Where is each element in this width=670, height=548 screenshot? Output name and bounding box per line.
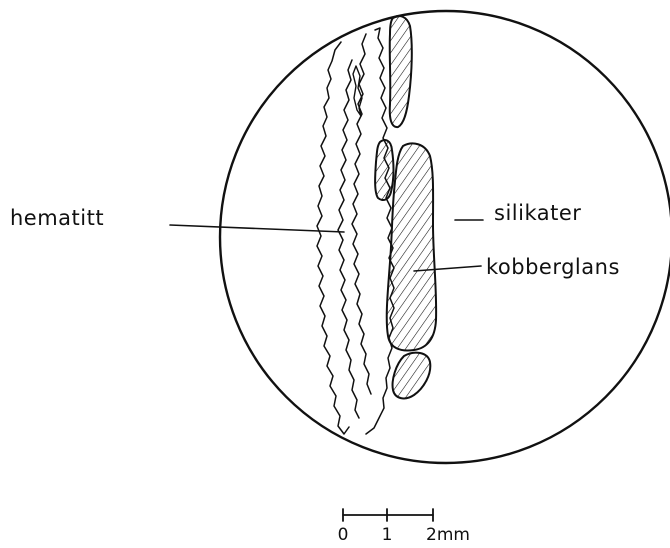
scale-label-1: 1 xyxy=(382,525,393,545)
scale-bar: 0 1 2mm xyxy=(338,509,470,545)
field-of-view-circle xyxy=(220,11,670,463)
scale-label-2: 2mm xyxy=(426,525,470,545)
hematite-vein-left-edge xyxy=(317,42,349,434)
scale-label-0: 0 xyxy=(338,525,349,545)
hematite-vein-inner-left xyxy=(338,60,359,418)
chalcocite-grain-bottom xyxy=(393,353,431,399)
hematite-vein-inner-right xyxy=(352,34,371,394)
hematite-lens-top xyxy=(353,66,362,116)
chalcocite-grain-top xyxy=(390,16,412,127)
chalcocite-grain-small xyxy=(375,140,393,200)
silicates-label: silikater xyxy=(494,201,581,225)
hematite-label: hematitt xyxy=(10,206,104,230)
chalcocite-label: kobberglans xyxy=(486,255,620,279)
